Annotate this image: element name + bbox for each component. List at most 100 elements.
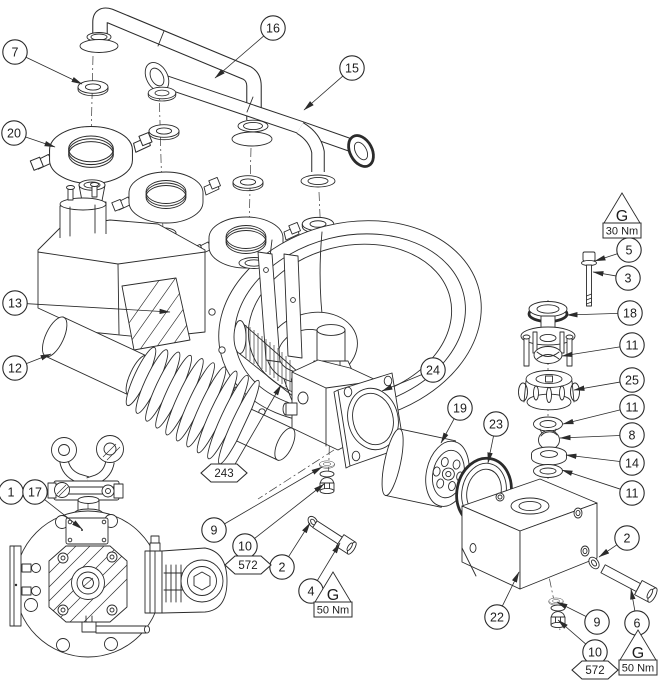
callout-2[interactable]: 2 — [598, 525, 640, 558]
callout-13[interactable]: 13 — [2, 290, 171, 316]
callout-8[interactable]: 8 — [559, 422, 645, 448]
hand-knob-25 — [518, 370, 580, 411]
callout-label: 19 — [453, 401, 467, 415]
torque-value: 50 Nm — [622, 663, 654, 675]
drain-plug — [319, 470, 335, 495]
callout-11[interactable]: 11 — [562, 394, 645, 425]
callout-17[interactable]: 17 — [22, 479, 83, 530]
filter-cartridge — [381, 428, 470, 508]
callout-label: 20 — [7, 126, 21, 140]
seal-ring-11c — [533, 464, 563, 478]
callout-24[interactable]: 24 — [381, 357, 446, 392]
discharge-pipe-lower — [144, 62, 375, 188]
stud-bolt — [66, 182, 99, 201]
callout-label: 5 — [626, 243, 633, 257]
callout-label: 4 — [308, 584, 315, 598]
callout-10[interactable]: 10 — [232, 483, 325, 559]
torque-marker: G50 Nm — [313, 571, 353, 618]
callout-3[interactable]: 3 — [592, 265, 641, 291]
callout-label: 25 — [625, 373, 639, 387]
callout-label: 11 — [626, 486, 639, 500]
callout-1[interactable]: 1 — [0, 479, 24, 505]
callout-label: 18 — [623, 306, 637, 320]
callout-25[interactable]: 25 — [573, 367, 645, 393]
callout-11[interactable]: 11 — [561, 469, 645, 506]
callout-label: 6 — [634, 616, 641, 630]
hose-clamp — [47, 480, 124, 501]
callout-7[interactable]: 7 — [2, 39, 83, 85]
bolt-6 — [600, 564, 658, 603]
callout-label: 13 — [8, 296, 22, 310]
pump-front-view — [9, 435, 228, 658]
callout-6[interactable]: 6 — [624, 588, 650, 636]
valve-body — [282, 324, 405, 495]
tri-clamp — [111, 171, 221, 224]
torque-marker: G50 Nm — [618, 629, 658, 676]
bolt-4 — [312, 520, 357, 555]
callout-12[interactable]: 12 — [2, 353, 52, 381]
callout-9[interactable]: 9 — [556, 601, 610, 635]
callout-20[interactable]: 20 — [1, 120, 56, 148]
callout-label: 9 — [594, 615, 601, 629]
o-ring-2 — [588, 556, 600, 570]
pipe-end-ferrule-dark — [347, 134, 375, 168]
bolt-5-3 — [581, 251, 597, 307]
callout-label: 3 — [625, 271, 632, 285]
discharge-pipe-upper — [79, 7, 273, 147]
callout-label: 14 — [625, 456, 639, 470]
callout-5[interactable]: 5 — [594, 237, 642, 263]
callout-label: 8 — [629, 428, 636, 442]
callout-22[interactable]: 22 — [484, 571, 520, 630]
callout-label: 11 — [626, 338, 639, 352]
callout-label: 24 — [426, 363, 440, 377]
callout-15[interactable]: 15 — [303, 55, 365, 111]
callout-16[interactable]: 16 — [214, 15, 286, 79]
callout-23[interactable]: 23 — [483, 411, 509, 464]
callout-label: 12 — [8, 361, 22, 375]
callout-18[interactable]: 18 — [566, 300, 643, 326]
callout-label: 2 — [624, 531, 631, 545]
callout-2[interactable]: 2 — [269, 522, 311, 580]
flange-24 — [333, 372, 405, 469]
callout-label: 11 — [626, 400, 639, 414]
callout-14[interactable]: 14 — [565, 450, 645, 476]
torque-glyph: G — [616, 208, 628, 225]
callout-label: 7 — [12, 45, 19, 59]
diaphragm-11 — [533, 346, 563, 364]
callout-11[interactable]: 11 — [561, 332, 645, 358]
side-bracket — [9, 545, 41, 627]
callout-label: 1 — [8, 485, 15, 499]
ref-flag-label: 572 — [585, 665, 604, 677]
ref-flag-label: 243 — [214, 468, 233, 480]
callout-label: 15 — [345, 61, 359, 75]
finned-silencer — [42, 316, 296, 465]
nameplate-pad — [65, 517, 109, 545]
callout-label: 10 — [588, 645, 602, 659]
ref-flag-label: 572 — [238, 560, 257, 572]
callout-label: 2 — [279, 560, 286, 574]
callout-label: 17 — [28, 485, 42, 499]
relief-valve-side — [144, 535, 228, 614]
pipe-end-ferrule — [144, 62, 170, 92]
valve-block — [461, 478, 658, 629]
hatched-cover-plate — [48, 545, 128, 623]
seat-14 — [531, 446, 567, 466]
mounting-bracket — [257, 251, 303, 363]
valve-stack — [518, 251, 597, 478]
ref-flag-572[interactable]: 572 — [571, 660, 619, 680]
torque-value: 50 Nm — [317, 605, 349, 617]
callout-label: 23 — [489, 417, 503, 431]
bypass-hose — [51, 435, 124, 487]
ref-flag-572[interactable]: 572 — [224, 555, 272, 575]
callout-label: 22 — [490, 610, 504, 624]
ref-flag-243[interactable]: 243 — [200, 384, 282, 483]
callout-label: 9 — [211, 523, 218, 537]
tri-clamp — [29, 125, 153, 185]
callout-19[interactable]: 19 — [440, 395, 473, 444]
callout-9[interactable]: 9 — [201, 466, 323, 543]
torque-marker: G30 Nm — [602, 192, 642, 239]
bolt-4-set — [307, 515, 357, 555]
